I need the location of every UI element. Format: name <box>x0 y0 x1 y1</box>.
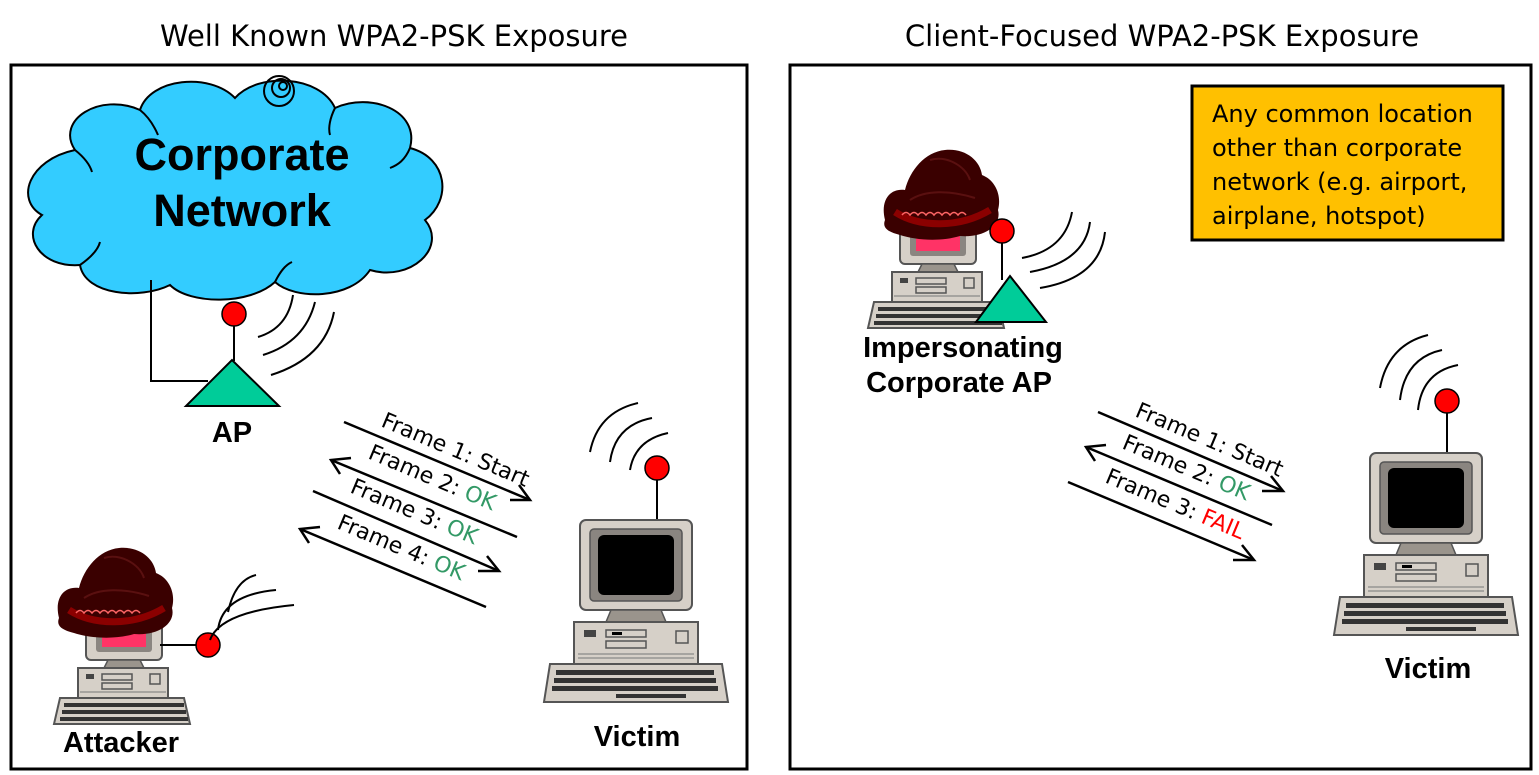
attacker-computer-icon <box>53 548 221 725</box>
right-frame-1-arrow <box>1097 410 1284 493</box>
corporate-network-cloud: Corporate Network <box>27 79 444 301</box>
left-panel-frame <box>9 63 749 771</box>
ap-signal-waves <box>257 294 335 376</box>
right-frame-labels: Frame 1: Start Frame 2: OK Frame 3: FAIL <box>1102 398 1287 545</box>
right-panel-title: Client-Focused WPA2-PSK Exposure <box>905 19 1419 53</box>
right-frame-2-arrow <box>1085 445 1273 527</box>
note-line-1: Any common location <box>1212 100 1473 128</box>
attacker-label: Attacker <box>63 727 179 759</box>
cloud-spiral-icon <box>263 75 295 107</box>
location-note-box: Any common location other than corporate… <box>1190 84 1505 242</box>
attacker-signal-waves <box>209 574 295 641</box>
impersonating-ap-signal-waves <box>1021 211 1106 289</box>
right-victim-signal-waves <box>1379 334 1459 411</box>
right-victim-label: Victim <box>1385 653 1472 685</box>
frame-arrows <box>297 420 533 609</box>
black-hat-icon <box>884 150 999 240</box>
victim-label: Victim <box>594 721 681 753</box>
right-frame-arrows <box>1067 410 1286 562</box>
victim-computer-icon <box>543 455 729 703</box>
frame-3-arrow <box>312 489 500 573</box>
note-line-4: airplane, hotspot) <box>1212 202 1426 230</box>
right-victim-computer-icon <box>1333 388 1519 636</box>
cloud-ap-wire <box>150 280 208 382</box>
impersonating-ap-icon <box>867 150 1049 329</box>
cloud-label-line2: Network <box>153 185 332 236</box>
note-line-3: network (e.g. airport, <box>1212 168 1467 196</box>
access-point-icon <box>183 301 282 407</box>
impersonating-label-line1: Impersonating <box>863 332 1063 364</box>
ap-label: AP <box>212 417 252 449</box>
left-panel-title: Well Known WPA2-PSK Exposure <box>160 19 628 53</box>
impersonating-label-line2: Corporate AP <box>866 367 1052 399</box>
frame-4-arrow <box>299 527 487 609</box>
black-hat-icon <box>58 548 173 638</box>
frame-1-arrow <box>343 420 531 502</box>
right-panel: Client-Focused WPA2-PSK Exposure Any com… <box>788 19 1533 771</box>
right-panel-frame <box>788 63 1533 771</box>
victim-signal-waves <box>589 402 669 471</box>
right-frame-3-arrow <box>1067 480 1255 562</box>
note-line-2: other than corporate <box>1212 134 1462 162</box>
frame-2-arrow <box>330 458 518 539</box>
cloud-label-line1: Corporate <box>134 129 349 180</box>
left-panel: Well Known WPA2-PSK Exposure Corporate N… <box>9 19 749 771</box>
left-frame-labels: Frame 1: Start Frame 2: OK Frame 3: OK F… <box>334 408 533 586</box>
